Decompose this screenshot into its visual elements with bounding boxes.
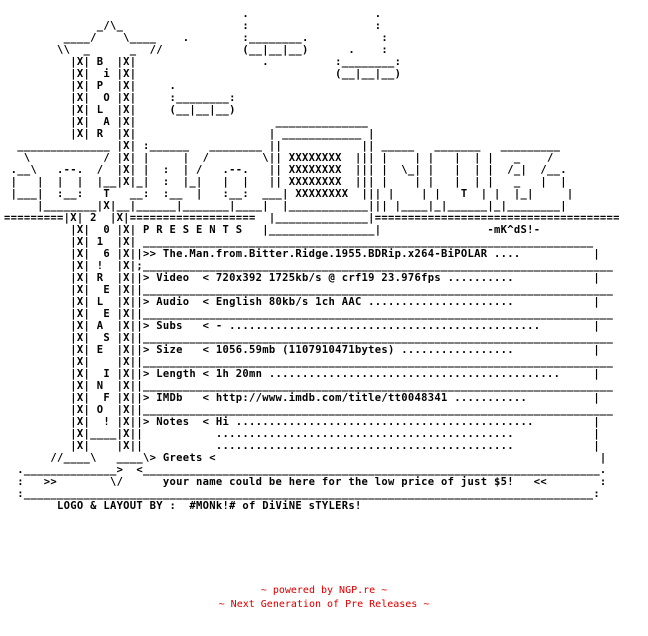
nfo-line: |X| 6 |X||>> The.Man.from.Bitter.Ridge.1… [4,248,600,260]
nfo-line: |X| O |X| :________: [4,92,329,104]
nfo-line: |X| |X|| ...............................… [4,440,600,452]
nfo-line: |________|X|__|______|_______|____| |___… [4,200,567,212]
footer: ~ powered by NGP.re ~ ~ Next Generation … [0,584,648,612]
nfo-line: |X| S |X||______________________________… [4,332,614,344]
nfo-line: .______________> <______________________… [4,464,607,476]
nfo-line: |X| L |X||> Audio < English 80kb/s 1ch A… [4,296,600,308]
nfo-line: .__\ .--. / |X| | : | / .--. || XXXXXXXX… [4,164,567,176]
nfo-line: |X| ! |X||> Notes < Hi .................… [4,416,600,428]
nfo-line: : >> \/ your name could be here for the … [4,476,607,488]
nfo-line: |X| A |X||> Subs < - ...................… [4,320,600,332]
nfo-line: |X| ! |X|;______________________________… [4,260,614,272]
nfo-line: |X| |X||________________________________… [4,356,614,368]
nfo-line: |X| 0 |X| P R E S E N T S |_____________… [4,224,541,236]
nfo-line: |X| E |X||______________________________… [4,308,614,320]
nfo-line: | | | | |__|X|_| : |_| | | || XXXXXXXX |… [4,176,567,188]
nfo-line: |X| F |X||> IMDb < http://www.imdb.com/t… [4,392,600,404]
nfo-line: |X|____|X|| ............................… [4,428,600,440]
nfo-line: |X| E |X||______________________________… [4,284,614,296]
nfo-line: |X| i |X| (__|__|__) [4,68,402,80]
tagline-text: ~ Next Generation of Pre Releases ~ [218,599,430,610]
nfo-line: |X| E |X||> Size < 1056.59mb (1107910471… [4,344,600,356]
nfo-line: |X| R |X| | ____________ | [4,128,375,140]
nfo-line: \ / |X| | | / \|| XXXXXXXX ||| | | | | |… [4,152,554,164]
nfo-line: :_______________________________________… [4,488,600,500]
powered-by-text: ~ powered by NGP.re ~ [260,585,388,596]
nfo-ascii-art: . . _/\_ : : ____/ \____ . :________. : … [4,8,620,512]
nfo-line: =========|X| 2 |X|=================== |_… [4,212,620,224]
nfo-line: |X| A |X| ______________ [4,116,369,128]
nfo-line: |X| O |X||______________________________… [4,404,614,416]
nfo-line: _/\_ : : [4,20,382,32]
nfo-line: LOGO & LAYOUT BY : #MONk!# of DiViNE sTY… [4,500,362,512]
nfo-line: . . [4,8,382,20]
nfo-line: |X| L |X| (__|__|__) [4,104,276,116]
nfo-line: |X| I |X||> Length < 1h 20mn ...........… [4,368,600,380]
nfo-line: |___| :__: T __: :__ | :__: ___| XXXXXXX… [4,188,574,200]
nfo-line: |X| 1 |X| ______________________________… [4,236,594,248]
nfo-line: |X| P |X| . [4,80,256,92]
nfo-line: \\ _ _ // (__|__|__) . : [4,44,389,56]
nfo-line: ______________ |X| :______ ________ || |… [4,140,561,152]
nfo-line: |X| N |X||______________________________… [4,380,614,392]
nfo-line: ____/ \____ . :________. : [4,32,389,44]
nfo-line: |X| R |X||> Video < 720x392 1725kb/s @ c… [4,272,600,284]
nfo-line: //____\ ____\> Greets < | [4,452,607,464]
nfo-line: |X| B |X| . :________: [4,56,402,68]
